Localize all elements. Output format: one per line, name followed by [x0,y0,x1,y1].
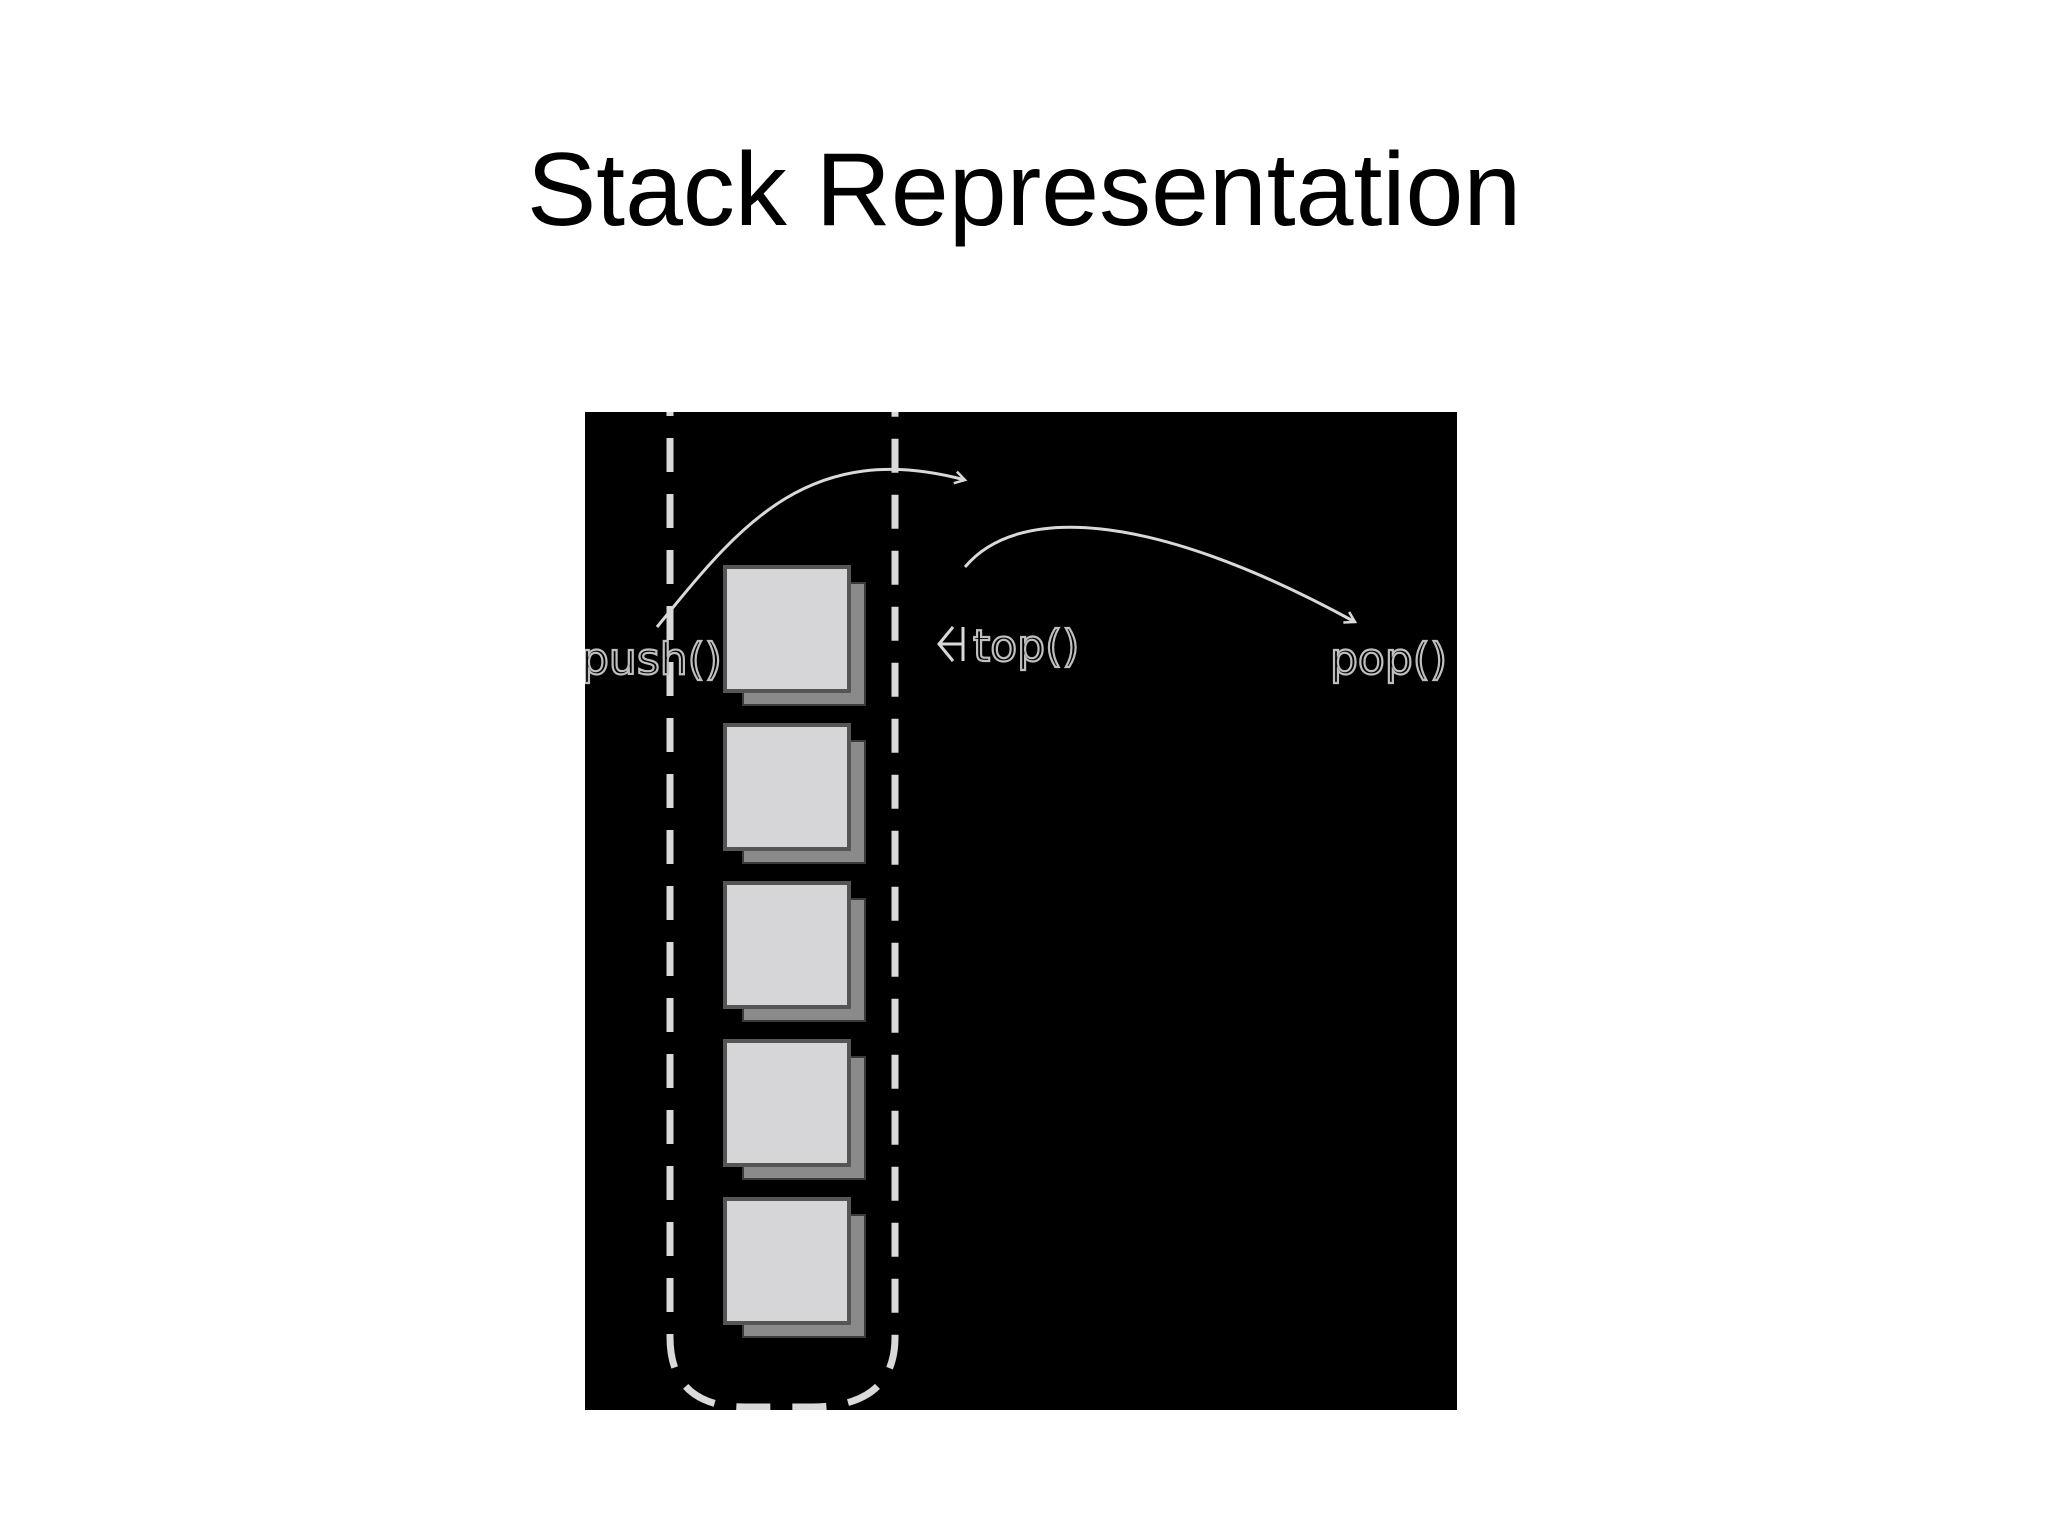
top-label: top() [973,621,1079,672]
slide-title: Stack Representation [526,132,1522,248]
stack-elements [723,565,866,1338]
stack-element [723,881,866,1022]
top-pointer-icon [937,626,965,662]
push-label: push() [585,634,722,685]
stack-element [723,1039,866,1180]
stack-diagram: push() top() pop() [585,412,1457,1410]
stack-element [723,723,866,864]
push-arrow [655,467,968,628]
stack-element [723,565,866,706]
stack-figure: push() top() pop() [585,412,1457,1410]
pop-arrow [963,525,1358,624]
stack-element [723,1197,866,1338]
pop-label: pop() [1330,634,1447,685]
diagram-background [585,412,1457,1410]
